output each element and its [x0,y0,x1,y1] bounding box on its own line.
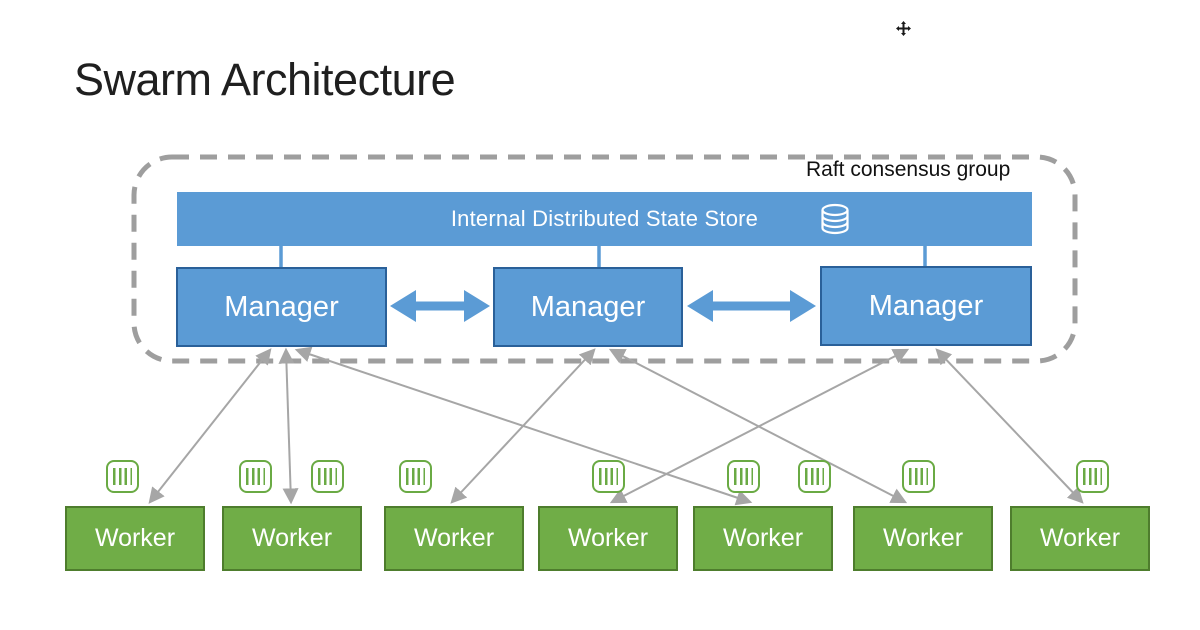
container-icon-bars [1083,468,1102,485]
container-icon-bars [909,468,928,485]
container-icon [727,460,760,493]
state-store-label: Internal Distributed State Store [450,206,759,231]
container-icon [798,460,831,493]
worker-label: Worker [251,524,333,552]
worker-label: Worker [413,524,495,552]
worker-box-7: Worker [1010,506,1150,571]
container-icon [592,460,625,493]
container-icon-bars [406,468,425,485]
worker-box-2: Worker [222,506,362,571]
container-icon [1076,460,1109,493]
manager-worker-arrow [609,348,910,504]
manager-box-2: Manager [493,267,683,347]
manager-worker-arrow [278,347,299,505]
manager-worker-arrows [148,346,1084,506]
manager-sync-arrow [390,290,816,322]
manager-box-1: Manager [176,267,387,347]
worker-label: Worker [1039,524,1121,552]
state-store-connectors [279,245,927,268]
container-icon-bars [805,468,824,485]
container-icon-bars [599,468,618,485]
container-icon-bars [318,468,337,485]
database-icon [821,203,849,235]
move-cursor-icon [896,21,911,36]
worker-label: Worker [722,524,804,552]
manager-worker-arrow [935,348,1084,504]
raft-consensus-group-label: Raft consensus group [806,158,1011,181]
container-icon-bars [734,468,753,485]
container-icon [902,460,935,493]
container-icon-bars [113,468,132,485]
worker-box-1: Worker [65,506,205,571]
worker-box-6: Worker [853,506,993,571]
manager-label: Manager [224,290,339,323]
manager-worker-arrow [148,348,272,504]
container-icon [311,460,344,493]
manager-worker-arrow [450,348,596,504]
container-icon [399,460,432,493]
page-title: Swarm Architecture [74,54,456,105]
worker-label: Worker [882,524,964,552]
container-icon [106,460,139,493]
manager-label: Manager [530,290,646,323]
worker-box-4: Worker [538,506,678,571]
worker-label: Worker [567,524,649,552]
manager-box-3: Manager [820,266,1032,346]
worker-box-5: Worker [693,506,833,571]
manager-label: Manager [868,289,984,322]
worker-box-3: Worker [384,506,524,571]
worker-label: Worker [94,524,176,552]
state-store-bar: Internal Distributed State Store [177,192,1032,246]
container-icon [239,460,272,493]
container-icon-bars [246,468,265,485]
